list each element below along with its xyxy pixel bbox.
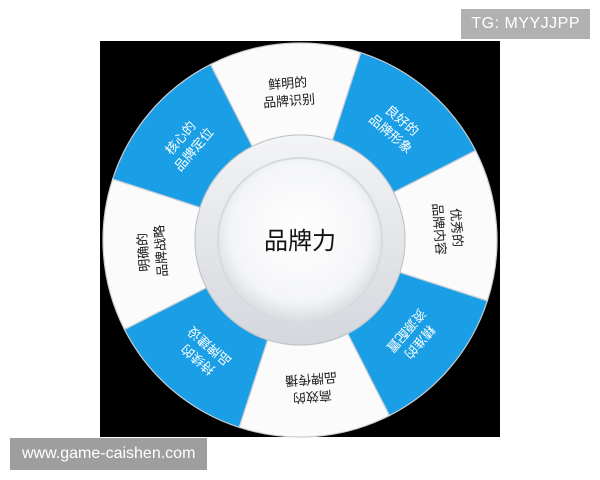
segment-label-line1: 鲜明的 bbox=[268, 74, 308, 93]
segment-label-line1: 优秀的 bbox=[447, 208, 466, 248]
center-hub bbox=[217, 157, 383, 323]
segment-label: 高效的品牌传播 bbox=[284, 369, 338, 407]
center-label: 品牌力 bbox=[264, 227, 336, 255]
segment-label: 优秀的品牌内容 bbox=[429, 201, 467, 255]
segment-label-line1: 明确的 bbox=[134, 232, 153, 272]
segment-label: 明确的品牌战略 bbox=[134, 224, 172, 278]
segment-label-line2: 品牌传播 bbox=[284, 369, 337, 389]
segment-label-line1: 高效的 bbox=[292, 387, 332, 406]
segment-label-line2: 品牌内容 bbox=[429, 203, 449, 256]
watermark-tag-top: TG: MYYJJPP bbox=[461, 9, 590, 39]
segment-label-line2: 品牌战略 bbox=[151, 224, 171, 277]
segment-label-line2: 品牌识别 bbox=[263, 91, 316, 111]
segment-label: 鲜明的品牌识别 bbox=[261, 74, 315, 112]
watermark-url-bottom: www.game-caishen.com bbox=[10, 438, 208, 470]
